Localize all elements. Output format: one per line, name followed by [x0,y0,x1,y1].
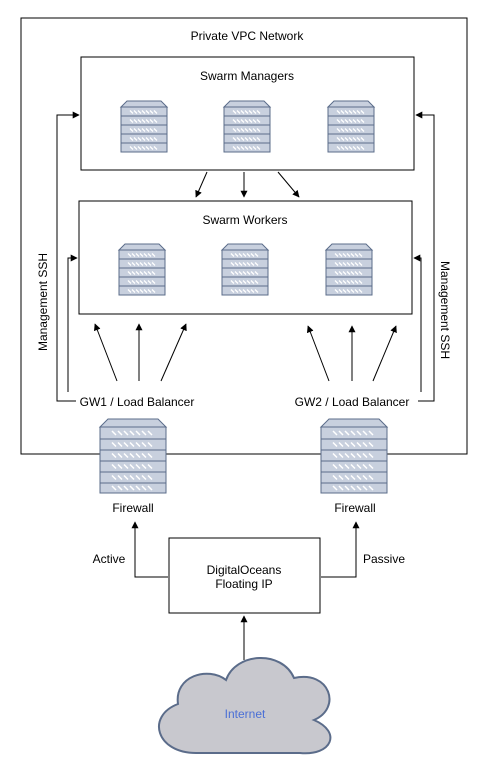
firewall-left-icon [99,418,167,494]
cloud-icon [158,657,332,755]
active-label: Active [93,552,126,566]
firewall-left-label: Firewall [112,501,153,515]
manager-server-icon [223,100,271,153]
gw2-label: GW2 / Load Balancer [295,395,410,409]
manager-server-icon [120,100,168,153]
firewall-right-icon [320,418,388,494]
management-ssh-left-path [67,254,78,392]
worker-server-icon [325,243,373,296]
management-ssh-right-label: Management SSH [438,261,452,359]
vpc-container [20,17,468,455]
management-ssh-left-label: Management SSH [36,253,50,351]
passive-connector [321,521,360,578]
internet-label: Internet [225,707,266,721]
worker-server-icon [118,243,166,296]
management-ssh-right-path [415,111,435,402]
management-ssh-left-path [56,111,80,402]
gw2-arrow [306,325,330,382]
manager-to-worker-arrow [277,171,300,198]
active-connector [131,521,168,578]
gw1-arrow [160,323,187,382]
floating-ip-line2: Floating IP [215,577,272,591]
management-ssh-right-path [413,254,422,392]
floating-ip-line1: DigitalOceans [207,563,282,577]
gw1-label: GW1 / Load Balancer [80,395,195,409]
floating-ip-box [168,537,321,614]
gw1-arrow [94,323,118,382]
swarm-workers-label: Swarm Workers [202,213,287,227]
manager-to-worker-arrow [195,171,208,198]
swarm-managers-label: Swarm Managers [200,69,294,83]
worker-server-icon [221,243,269,296]
vpc-title: Private VPC Network [191,29,305,43]
firewall-right-label: Firewall [334,501,375,515]
passive-label: Passive [363,552,405,566]
manager-server-icon [327,100,375,153]
gw2-arrow [372,325,397,382]
